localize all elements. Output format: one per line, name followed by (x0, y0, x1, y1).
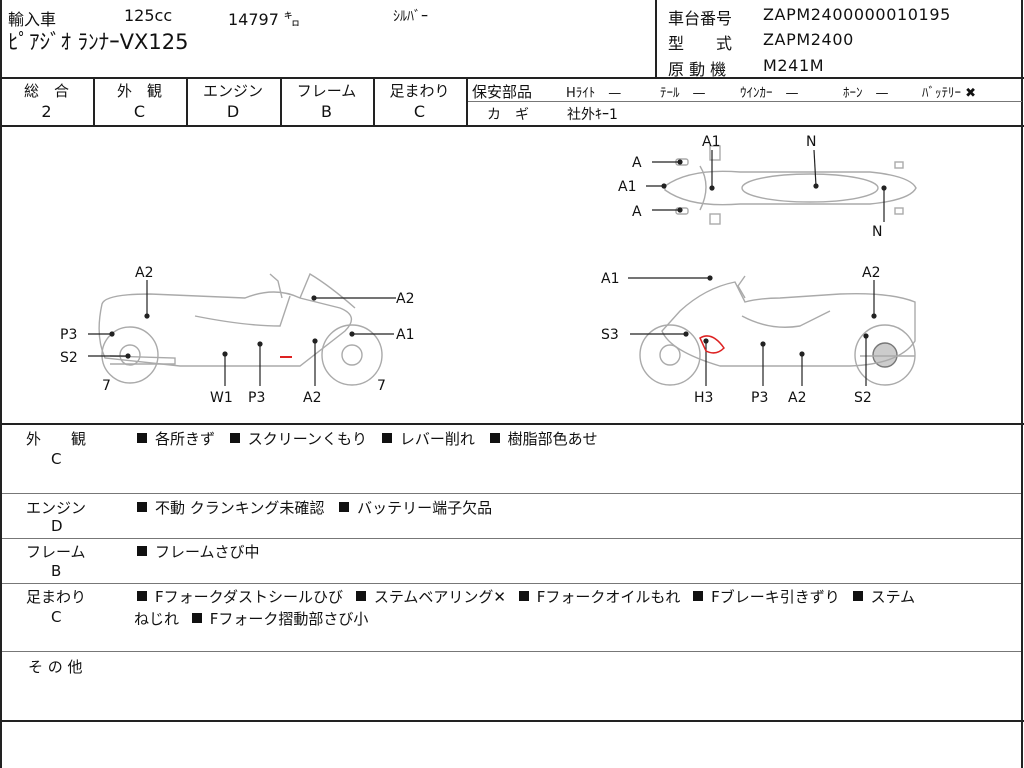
bullet-icon (137, 546, 147, 556)
grade-engine-value: D (226, 102, 240, 121)
left-p3-side-label: P3 (60, 327, 77, 343)
right-p3-label: P3 (751, 390, 768, 406)
key-label: カ ギ (487, 107, 529, 123)
safety-horn: ﾎｰﾝ — (843, 86, 889, 101)
left-a1-label: A1 (396, 327, 414, 343)
remark-other-label: そ の 他 (28, 658, 83, 676)
grade-exterior-value: C (133, 102, 146, 121)
left-a2-bottom-label: A2 (303, 390, 321, 406)
engine-model-label: 原 動 機 (668, 60, 727, 79)
remark-engine-text: 不動 クランキング未確認 バッテリー端子欠品 (137, 497, 492, 518)
import-label: 輸入車 (8, 10, 57, 29)
left-7b-label: 7 (377, 378, 386, 394)
top-a1-label: A1 (702, 134, 720, 150)
frame-number-value: ZAPM2400000010195 (763, 5, 951, 24)
remark-frame-label: フレーム (26, 543, 86, 561)
left-p3-bottom-label: P3 (248, 390, 265, 406)
left-s2-label: S2 (60, 350, 78, 366)
top-a-lower-label: A (632, 204, 642, 220)
bullet-icon (693, 591, 704, 601)
left-7a-label: 7 (102, 378, 111, 394)
top-a-upper-label: A (632, 155, 642, 171)
remark-frame-grade: B (51, 562, 62, 580)
right-damage-mark (699, 335, 725, 354)
bullet-icon (489, 433, 500, 443)
grade-engine-label: エンジン (202, 82, 263, 100)
top-a1-left-label: A1 (618, 179, 636, 195)
left-a2-right-label: A2 (396, 291, 414, 307)
right-a2-top-label: A2 (862, 265, 880, 281)
top-n-lower-label: N (872, 224, 882, 240)
bullet-icon (852, 591, 863, 601)
bullet-icon (339, 502, 350, 512)
key-value: 社外ｷｰ1 (567, 107, 618, 123)
right-a2-bottom-label: A2 (788, 390, 806, 406)
remark-frame-text: フレームさび中 (137, 541, 260, 562)
right-rear-wheel (854, 324, 916, 386)
bullet-icon (229, 433, 240, 443)
safety-headlight: Hﾗｲﾄ — (566, 86, 622, 101)
left-a2-top-label: A2 (135, 265, 153, 281)
bullet-icon (355, 591, 366, 601)
safety-parts-label: 保安部品 (472, 83, 533, 101)
right-body (661, 281, 916, 367)
safety-taillight: ﾃｰﾙ — (660, 86, 706, 101)
bullet-icon (381, 433, 392, 443)
displacement: 125cc (124, 6, 173, 25)
right-h3-label: H3 (694, 390, 713, 406)
grade-suspension-label: 足まわり (389, 82, 450, 100)
left-front-wheel (321, 324, 383, 386)
remark-engine-label: エンジン (26, 499, 87, 517)
top-view-body (664, 170, 917, 206)
frame-number-label: 車台番号 (668, 9, 733, 28)
grade-suspension-value: C (413, 102, 426, 121)
bullet-icon (137, 502, 147, 512)
grade-total-label: 総 合 (23, 82, 69, 100)
bullet-icon (137, 433, 147, 443)
remark-exterior-text: 各所きず スクリーンくもり レバー削れ 樹脂部色あせ (137, 428, 598, 449)
grade-frame-label: フレーム (296, 82, 357, 100)
type-label: 型 式 (668, 34, 733, 53)
grade-exterior-label: 外 観 (116, 82, 162, 100)
damage-diagram: A1 N A A1 A N A2 A2 P3 A1 S2 7 7 W1 P3 A… (60, 134, 917, 406)
remark-exterior-label: 外 観 (26, 430, 87, 448)
remark-exterior-grade: C (51, 450, 62, 468)
engine-model-value: M241M (763, 56, 825, 75)
bullet-icon (518, 591, 529, 601)
right-s3-label: S3 (601, 327, 619, 343)
safety-battery: ﾊﾞｯﾃﾘｰ ✖ (922, 86, 977, 101)
left-body (98, 291, 353, 367)
right-front-wheel (639, 324, 701, 386)
bullet-icon (137, 591, 147, 601)
right-s2-label: S2 (854, 390, 872, 406)
remark-suspension-grade: C (51, 608, 62, 626)
remark-suspension-text: Fフォークダストシールひび ステムベアリング✕ Fフォークオイルもれ Fブレーキ… (137, 586, 915, 607)
model-name: ﾋﾟｱｼﾞｵ ﾗﾝﾅｰVX125 (8, 30, 189, 54)
color: ｼﾙﾊﾞｰ (393, 9, 428, 25)
safety-winker: ｳｲﾝｶｰ — (740, 86, 799, 101)
top-n-label: N (806, 134, 816, 150)
remark-suspension-label: 足まわり (26, 588, 87, 606)
mileage: 14797 ㌔ (228, 10, 300, 29)
type-value: ZAPM2400 (763, 30, 854, 49)
left-w1-label: W1 (210, 390, 233, 406)
grade-total-value: 2 (41, 102, 52, 121)
bullet-icon (191, 613, 202, 623)
remark-suspension-text-line2: ねじれ Fフォーク摺動部さび小 (134, 610, 369, 628)
right-a1-label: A1 (601, 271, 619, 287)
remark-engine-grade: D (51, 517, 63, 535)
grade-frame-value: B (321, 102, 332, 121)
left-rear-wheel (101, 326, 159, 384)
